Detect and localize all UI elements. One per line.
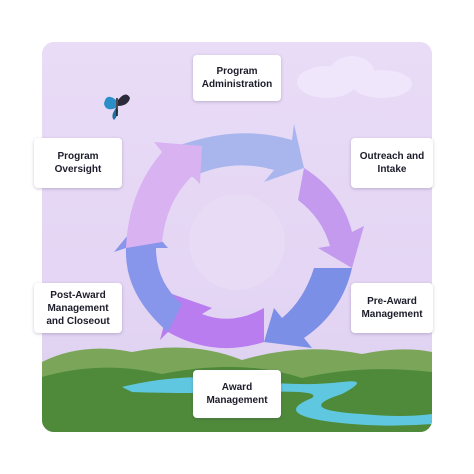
arrow-segment-upper-right xyxy=(298,168,364,268)
arrow-segment-upper-left xyxy=(126,142,202,248)
arrow-segment-bottom xyxy=(160,294,264,349)
cycle-ring xyxy=(114,124,364,349)
step-outreach-and-intake: Outreach and Intake xyxy=(351,138,433,188)
cycle-center xyxy=(189,194,285,290)
step-pre-award-management: Pre-Award Management xyxy=(351,283,433,333)
step-program-administration: Program Administration xyxy=(193,55,281,101)
step-award-management: Award Management xyxy=(193,370,281,418)
diagram-card xyxy=(42,42,432,432)
step-program-oversight: Program Oversight xyxy=(34,138,122,188)
cloud-right xyxy=(297,56,412,98)
step-post-award-management: Post-Award Management and Closeout xyxy=(34,283,122,333)
butterfly-icon xyxy=(104,94,130,120)
arrow-segment-lower-right xyxy=(264,268,352,348)
